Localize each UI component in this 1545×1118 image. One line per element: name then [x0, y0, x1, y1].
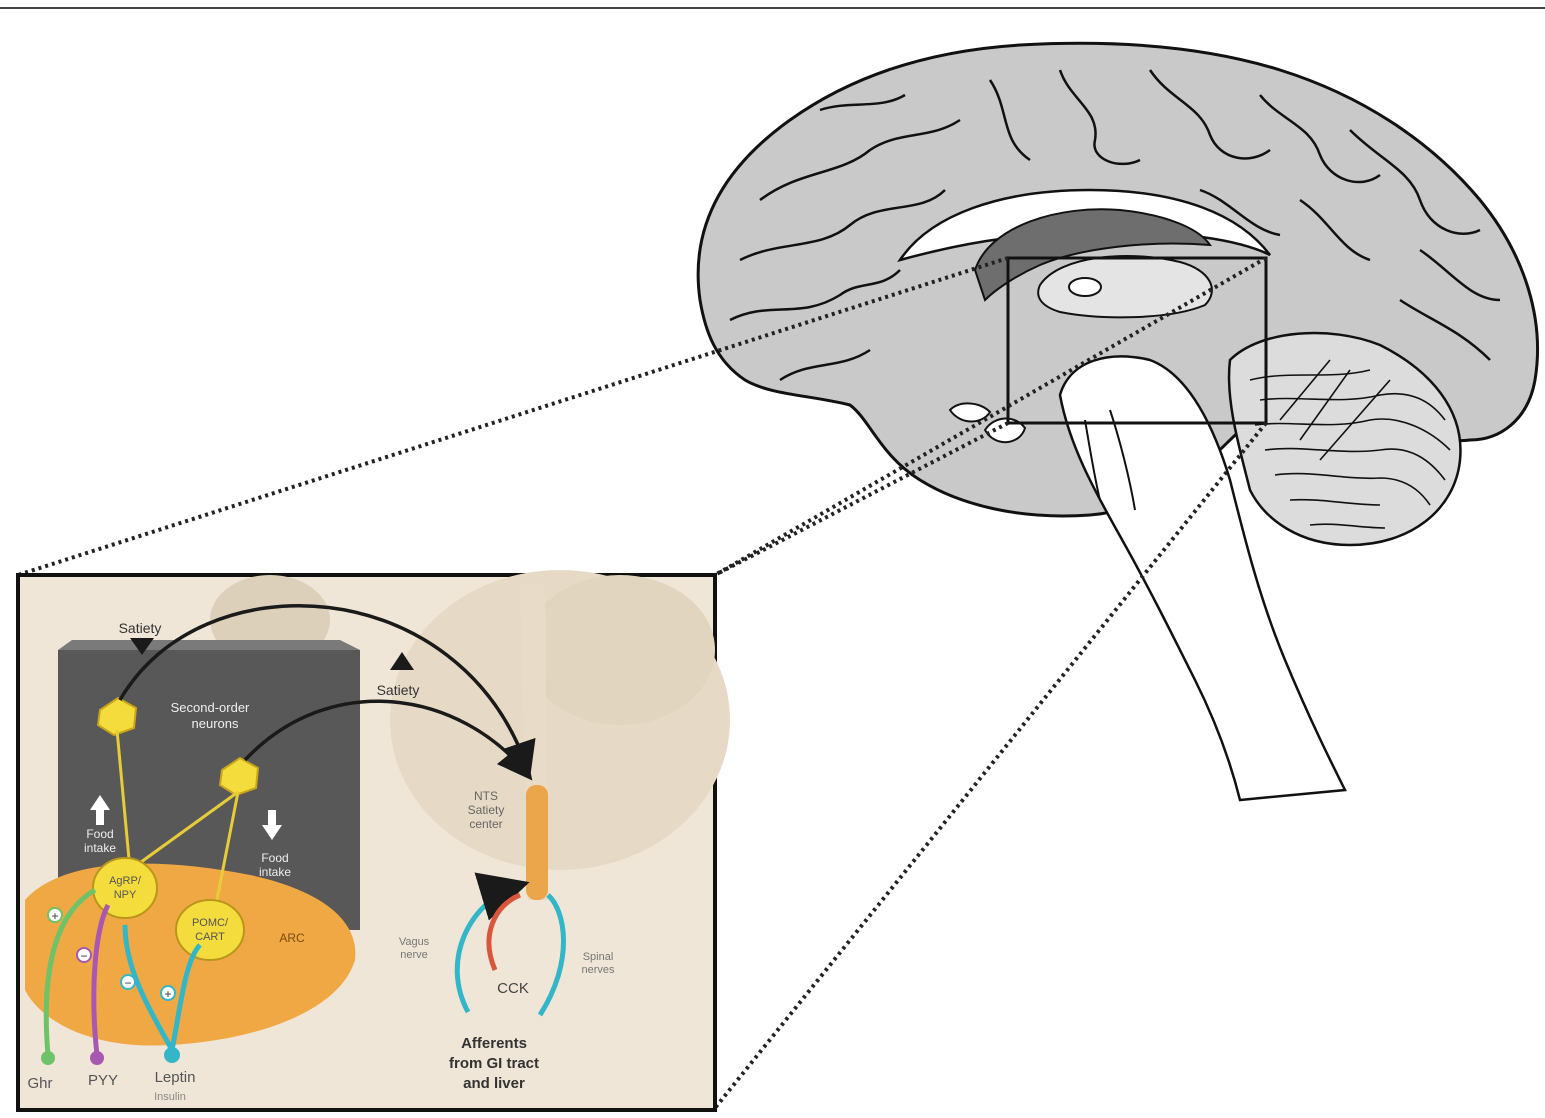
label-insulin: Insulin	[154, 1091, 186, 1103]
pomc-cart-cell	[176, 900, 244, 960]
ghrelin-dot	[41, 1051, 55, 1065]
pyy-dot	[90, 1051, 104, 1065]
nts-nucleus	[526, 785, 548, 900]
label-pyy: PYY	[88, 1072, 118, 1089]
interthalamic-adhesion	[1069, 278, 1101, 296]
leptin-dot	[164, 1047, 180, 1063]
label-arc: ARC	[279, 931, 305, 945]
label-afferents-3: and liver	[463, 1075, 525, 1092]
label-leptin: Leptin	[155, 1069, 196, 1086]
label-vagus-2: nerve	[400, 949, 428, 961]
label-pomc-2: CART	[195, 931, 225, 943]
hypothalamus-inset: + − − + Satiety Satiety Second-order neu…	[18, 570, 730, 1110]
label-satiety-right: Satiety	[377, 682, 420, 698]
label-nts-2: Satiety	[468, 803, 505, 817]
leptin-sign-1: −	[124, 976, 131, 990]
label-pomc-1: POMC/	[192, 917, 229, 929]
hypothalamus-top-edge	[58, 640, 360, 650]
inset-bg-lobe-2	[525, 575, 715, 725]
label-afferents-1: Afferents	[461, 1035, 527, 1052]
label-nts-1: NTS	[474, 789, 498, 803]
label-agrp-1: AgRP/	[109, 875, 142, 887]
label-spinal-1: Spinal	[583, 951, 614, 963]
label-spinal-2: nerves	[581, 964, 615, 976]
label-nts-3: center	[469, 817, 502, 831]
label-cck: CCK	[497, 980, 529, 997]
label-ghr: Ghr	[27, 1075, 52, 1092]
pyy-sign: −	[80, 949, 87, 963]
label-second-order-2: neurons	[192, 716, 239, 731]
label-satiety-top: Satiety	[119, 620, 162, 636]
leptin-sign-2: +	[164, 987, 171, 1001]
label-vagus-1: Vagus	[399, 936, 430, 948]
label-food-intake-down-1: Food	[261, 851, 288, 865]
label-afferents-2: from GI tract	[449, 1055, 539, 1072]
label-food-intake-up-1: Food	[86, 827, 113, 841]
ghrelin-sign: +	[51, 909, 58, 923]
label-food-intake-up-2: intake	[84, 841, 116, 855]
brain-sagittal-view	[698, 43, 1537, 800]
agrp-npy-cell	[93, 858, 157, 918]
label-second-order-1: Second-order	[171, 700, 250, 715]
label-agrp-2: NPY	[114, 889, 137, 901]
label-food-intake-down-2: intake	[259, 865, 291, 879]
